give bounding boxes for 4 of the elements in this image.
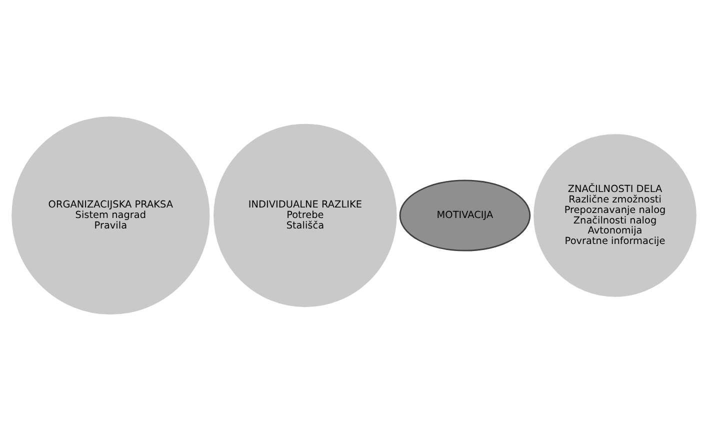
node-circle: ZNAČILNOSTI DELA Različne zmožnosti Prepoznavanje nalog Značilnosti nalog Avtonomija Povratne informacije (532, 132, 698, 298)
node-ellipse: MOTIVACIJA (399, 179, 531, 251)
node-circle: ORGANIZACIJSKA PRAKSA Sistem nagrad Pravila (10, 114, 212, 316)
node-circle: INDIVIDUALNE RAZLIKE Potrebe Stališča (212, 122, 398, 308)
